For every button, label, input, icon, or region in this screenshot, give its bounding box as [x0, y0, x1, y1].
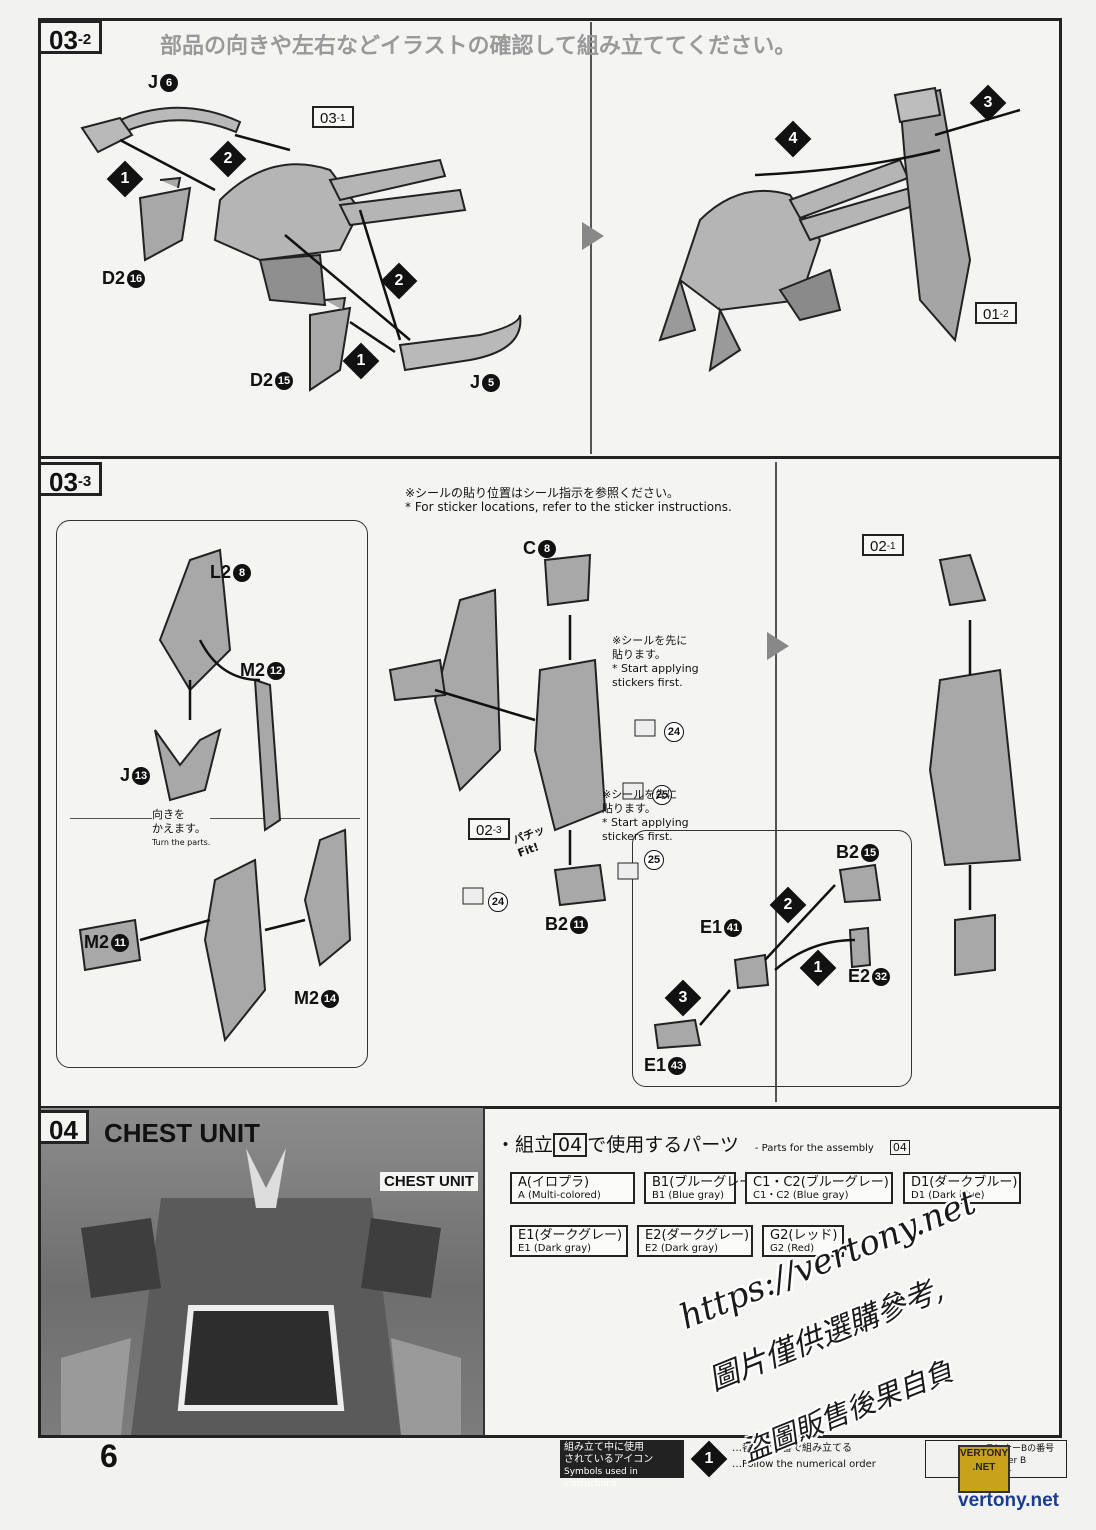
s1-illustration [80, 86, 1021, 392]
runner-e2: E2(ダークグレー)E2 (Dark gray) [637, 1225, 753, 1257]
ref-02-3: 02-3 [468, 818, 510, 840]
runner-b1: B1(ブルーグレー)B1 (Blue gray) [644, 1172, 757, 1204]
page-number: 6 [100, 1438, 118, 1474]
arm-rod-m212 [253, 678, 282, 832]
section-divider-1 [38, 456, 1062, 459]
fin-part [893, 86, 972, 343]
arm-core [533, 658, 607, 832]
sticker-first-note-2: ※シールを先に 貼ります。 * Start applying stickers … [602, 788, 689, 843]
cuff-c8 [543, 553, 592, 607]
chest-unit-photo [41, 1108, 483, 1435]
e2-32-part [848, 926, 872, 969]
arrows-s1 [119, 133, 411, 354]
arrow-next-s1 [582, 222, 604, 250]
step-divider-s2 [775, 462, 777, 1102]
e1-43-part [653, 1018, 702, 1050]
step-num-s2-1: 1 [799, 949, 837, 987]
arm-shell-front [203, 858, 267, 1043]
b2-15-part [838, 863, 882, 904]
runner-c1-c2: C1・C2(ブルーグレー)C1・C2 (Blue gray) [745, 1172, 893, 1204]
sticker-location-note: ※シールの貼り位置はシール指示を参照ください。 * For sticker lo… [405, 486, 732, 514]
shoulder-ball-021 [938, 553, 987, 607]
parts-panel-divider [483, 1108, 485, 1436]
sticker-25: 25 [650, 785, 672, 805]
s2-illustration [78, 548, 1022, 1050]
head-unit [213, 158, 467, 307]
symbols-legend-title: 組み立て中に使用 されているアイコン Symbols used in instr… [560, 1440, 684, 1489]
shoulder-armor [928, 668, 1022, 867]
armor-d2-15 [309, 296, 352, 392]
armor-d2-16 [138, 176, 192, 262]
runner-a: A(イロプラ)A (Multi-colored) [510, 1172, 635, 1204]
hand-block [388, 658, 447, 702]
sticker-24b: 24 [486, 892, 508, 912]
step-num-s1-1: 1 [106, 160, 144, 198]
visor-j6 [80, 106, 242, 154]
step-num-s1-2: 2 [209, 140, 247, 178]
runner-g2: G2(レッド)G2 (Red) [762, 1225, 844, 1257]
step-label-04: 04 [38, 1110, 89, 1145]
section-banner-text: 部品の向きや左右などイラストの確認して組み立ててください。 [160, 33, 797, 58]
runner-d1: D1(ダークブルー)D1 (Dark blue) [903, 1172, 1021, 1204]
joint-b211 [553, 863, 607, 907]
follow-order-legend: 1 …番号の順番で組み立てる …Follow the numerical ord… [690, 1440, 920, 1478]
arm-block-m211 [78, 918, 142, 972]
step-num-s1-2b: 2 [380, 262, 418, 300]
step-num-s2-2: 2 [769, 886, 807, 924]
step-num-s1-4: 4 [774, 120, 812, 158]
chest-unit-title: CHEST UNIT [104, 1118, 260, 1148]
chest-unit-render [61, 1148, 461, 1435]
arm-subpanel [56, 520, 368, 1068]
turn-parts-note: 向きを かえます。 Turn the parts. [152, 808, 211, 850]
arrow-next-s2 [767, 632, 789, 660]
e1-41-part [733, 953, 770, 990]
arm-subpanel-divider [70, 818, 360, 819]
shoulder-subpanel [632, 830, 912, 1087]
sticker-24: 24 [662, 722, 684, 742]
sticker-first-note-1: ※シールを先に 貼ります。 * Start applying stickers … [612, 634, 699, 689]
ref-03-1: 03-1 [312, 106, 354, 128]
section-divider-2 [38, 1106, 1062, 1109]
vertony-logo: VERTONY .NET [958, 1445, 1010, 1493]
step-num-s1-3: 3 [969, 84, 1007, 122]
arm-inner-j13 [154, 728, 222, 802]
vertony-site: vertony.net [958, 1490, 1060, 1511]
head-unit-assembled [658, 158, 918, 373]
shoulder-joint [954, 913, 996, 977]
step-label-03-3: 03-3 [38, 462, 103, 497]
arm-shell-m214 [303, 828, 352, 967]
sticker-25b: 25 [642, 850, 664, 870]
ref-02-1: 02-1 [862, 534, 904, 556]
step-num-s1-1b: 1 [342, 342, 380, 380]
chest-unit-callout: CHEST UNIT [380, 1172, 478, 1191]
arm-shell-l2 [158, 548, 232, 692]
visor-j5 [398, 314, 522, 372]
ref-01-2: 01-2 [975, 302, 1017, 324]
step-label-03-2: 03-2 [38, 20, 103, 55]
step-num-s2-3: 3 [664, 979, 702, 1017]
runner-e1: E1(ダークグレー)E1 (Dark gray) [510, 1225, 628, 1257]
